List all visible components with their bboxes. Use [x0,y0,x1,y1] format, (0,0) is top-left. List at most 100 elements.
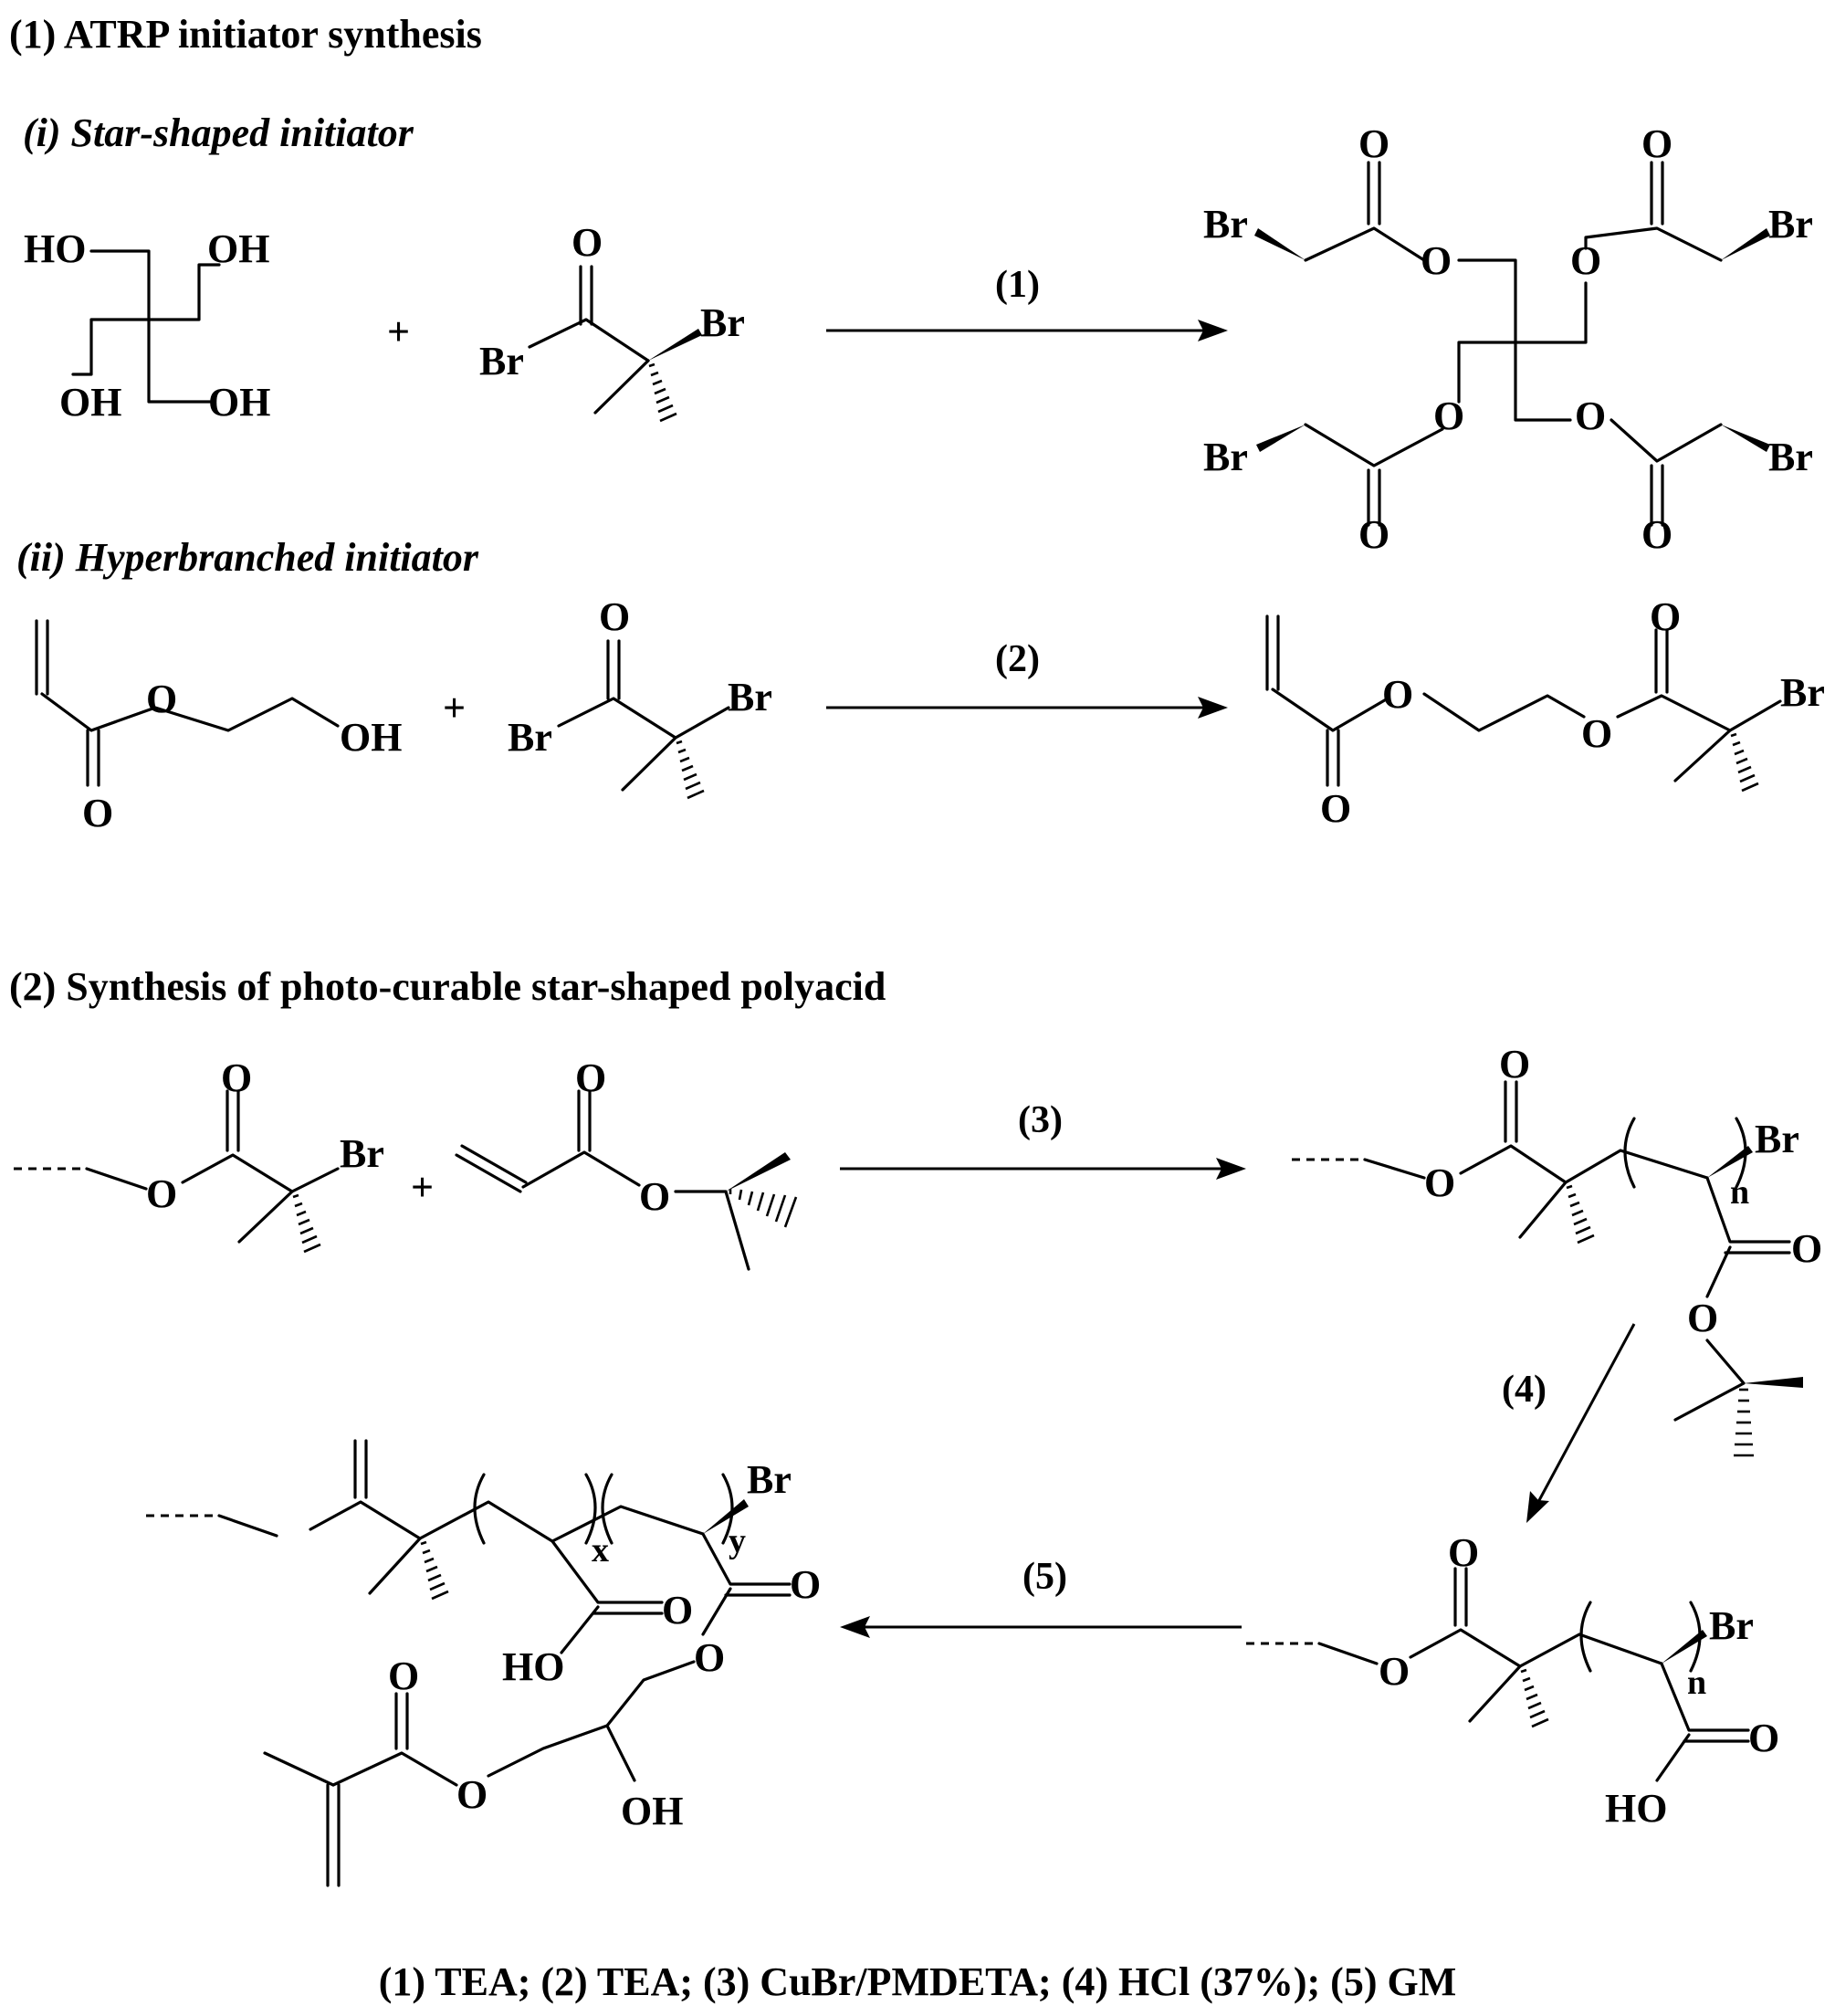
repeat-unit-bracket-open [601,1473,613,1545]
pentaerythritol-structure: HO OH OH OH [24,226,270,425]
atom-label-oh: OH [621,1789,683,1833]
atom-label-o: O [1581,711,1612,756]
acid-carbonyl-bond [550,1539,664,1615]
tbutyl-bond [674,1190,750,1271]
wedge-bond [1721,228,1770,260]
repeat-count-y: y [729,1522,746,1560]
atom-label-oh: OH [340,715,402,760]
hashed-bond [676,740,705,800]
methyl-bond [368,1537,422,1595]
repeat-count-n: n [1730,1173,1749,1212]
step-label-1: (1) [995,264,1040,306]
atom-label-br: Br [1768,202,1813,247]
methyl-bond [263,1751,335,1787]
hashed-bond [292,1193,321,1254]
carbonyl-double-bond [606,639,621,700]
atom-label-o: O [1575,394,1606,438]
pentaerythritol-lower-bonds [147,318,212,404]
atom-label-o: O [1499,1042,1530,1087]
repeat-count-x: x [592,1531,609,1570]
atom-label-br: Br [1709,1603,1754,1648]
ester-arm [1304,226,1426,262]
reaction-conditions-caption: (1) TEA; (2) TEA; (3) CuBr/PMDETA; (4) H… [379,1959,1457,2004]
atom-label-br: Br [700,300,745,345]
poly-tert-butyl-acrylate-structure: O O Br n O O [1292,1042,1822,1457]
carbonyl-double-bond [1367,468,1381,527]
atom-label-o: O [575,1055,606,1100]
plus-sign: + [443,686,466,730]
hashed-bond [420,1540,449,1601]
repeat-unit-bracket-open [1579,1601,1592,1673]
part1-title: (1) ATRP initiator synthesis [9,12,482,57]
vinyl-double-bond [455,1144,528,1193]
atom-label-o: O [1382,672,1413,717]
wedge-bond [1256,425,1305,452]
methyl-bond [593,359,650,415]
initiator-fragment-structure: O O Br [14,1055,384,1254]
vinyl-double-bond [35,619,49,696]
arrow-head [1526,1491,1549,1523]
core-bonds [1514,341,1572,422]
isobutyrate-bond [1616,694,1782,732]
reaction-arrow-4 [1536,1323,1636,1503]
atom-label-o: O [388,1654,419,1698]
isobutyrate-bond [181,1153,340,1193]
step-label-4: (4) [1502,1369,1547,1411]
ester-bond [85,1167,148,1191]
atom-label-o: O [1424,1160,1455,1205]
repeat-count-n: n [1687,1664,1706,1702]
atom-label-o: O [662,1588,693,1633]
wedge-bond [1662,1630,1707,1664]
star-initiator-product: O O Br O O Br O O Br O O Br [1203,121,1813,557]
acrylate-chain [40,692,340,732]
atom-label-o: O [1448,1530,1479,1575]
part1-subtitle-star: (i) Star-shaped initiator [23,110,414,155]
carbonyl-double-bond [225,1089,240,1152]
atom-label-ho: HO [1605,1786,1667,1831]
glyceryl-linker [605,1660,696,1782]
step-label-2: (2) [995,638,1040,680]
arrow-head [1216,1158,1246,1180]
atom-label-o: O [1421,238,1452,283]
atom-label-o: O [1650,594,1681,639]
step-label-3: (3) [1018,1099,1063,1141]
methyl-bond [1518,1181,1568,1239]
acrylate-chain [1271,688,1389,732]
tbutyl-bond [1673,1339,1746,1422]
ester-carbonyl-bond [701,1532,792,1597]
atom-label-o: O [1358,512,1389,557]
wedge-bond [703,1499,749,1534]
atom-label-o: O [1433,394,1464,438]
atom-label-br: Br [747,1457,792,1502]
ester-carbonyl-bond [1705,1176,1791,1255]
carbonyl-double-bond [1650,464,1664,527]
methyl-bond [1673,729,1732,782]
wedge-bond [648,329,702,361]
ester-arm [1304,423,1444,467]
ester-o-bond [701,1587,732,1636]
carbonyl-double-bond [1504,1080,1518,1143]
atom-label-o: O [1641,512,1672,557]
backbone-bond [309,1500,705,1543]
vinyl-double-bond [1265,614,1280,691]
methyl-bond [1468,1664,1522,1723]
arrow-head [1198,320,1228,341]
acid-oh-bond [560,1605,600,1654]
carbonyl-double-bond [86,729,100,787]
acid-carbonyl-bond [1660,1662,1750,1743]
carbonyl-double-bond [353,1439,368,1499]
atom-label-o: O [456,1772,488,1817]
carbonyl-double-bond [1650,161,1664,226]
hashed-bond [1730,732,1759,793]
core-bonds [1457,341,1517,404]
atom-label-o: O [1791,1226,1822,1271]
atom-label-br: Br [1780,670,1825,715]
carbonyl-double-bond [1453,1567,1468,1627]
atom-label-o: O [694,1635,725,1680]
pentaerythritol-left-bonds [71,318,151,376]
wedge-bond [726,1152,791,1192]
ethylene-linker [1422,692,1586,732]
atom-label-oh: OH [208,380,270,425]
methyl-bond [237,1190,294,1244]
hashed-bond [1734,1388,1754,1457]
